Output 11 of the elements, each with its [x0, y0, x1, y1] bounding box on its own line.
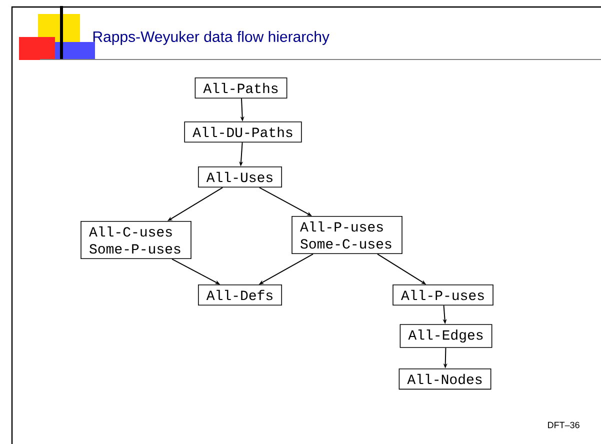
process-box: All-Uses — [198, 166, 282, 188]
process-box: All-Defs — [198, 284, 282, 306]
process-box: All-Nodes — [398, 368, 492, 390]
process-box: All-Edges — [400, 324, 492, 348]
process-box: All-P-uses Some-C-uses — [292, 216, 402, 254]
page-number: DFT–36 — [548, 422, 580, 428]
process-box: All-Paths — [194, 77, 288, 99]
process-box: All-DU-Paths — [184, 121, 302, 143]
process-box: All-P-uses — [392, 284, 494, 306]
process-box: All-C-uses Some-P-uses — [80, 220, 192, 260]
slide-title: Rapps-Weyuker data flow hierarchy — [93, 31, 330, 45]
